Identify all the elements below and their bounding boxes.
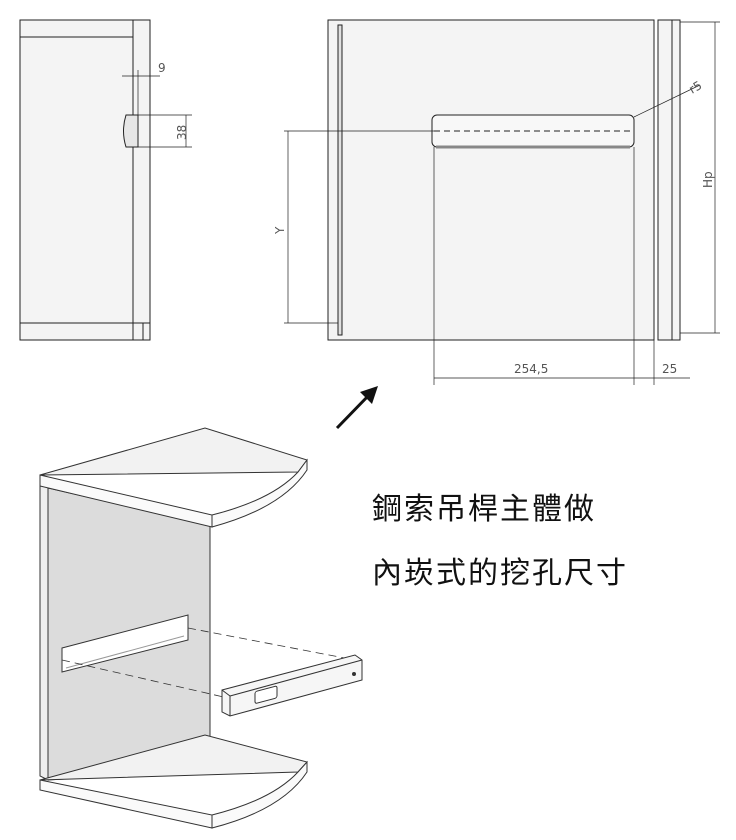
dim-38: 38 [175,125,189,140]
dim-25: 25 [662,362,677,376]
dim-hp: Hp [701,171,715,188]
dim-r5: r5 [687,78,705,96]
dim-width: 254,5 [514,362,548,376]
front-view [284,19,720,385]
dim-9: 9 [158,61,166,75]
caption-line-2: 內崁式的挖孔尺寸 [372,556,628,591]
caption-line-1: 鋼索吊桿主體做 [372,492,596,527]
arrow-icon [335,386,378,430]
side-view [19,19,192,341]
dim-y: Y [273,226,287,235]
isometric-view [39,427,363,829]
